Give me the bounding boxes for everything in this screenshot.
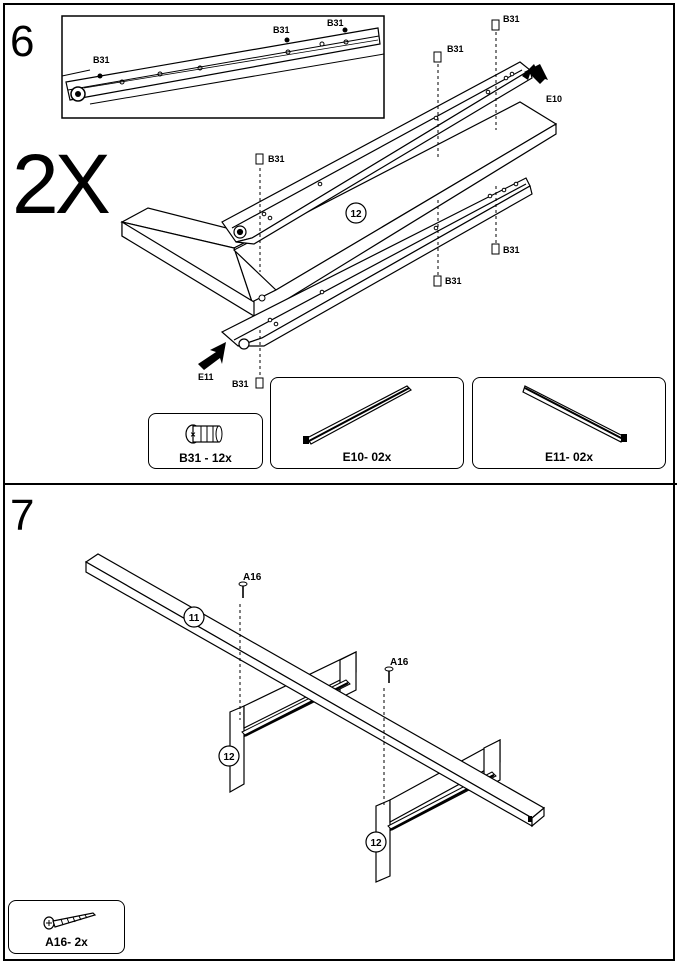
label-b31-5: B31 bbox=[445, 276, 462, 286]
arrow-e11 bbox=[198, 342, 226, 370]
step-6-number: 6 bbox=[10, 17, 35, 66]
wood-screw-icon bbox=[43, 912, 97, 930]
part-12-marker-right bbox=[365, 831, 387, 853]
detail-rail bbox=[61, 27, 385, 105]
drawer-rail-icon bbox=[303, 385, 412, 445]
part-12-marker bbox=[345, 202, 367, 224]
guide-lines bbox=[259, 32, 497, 378]
part-12-label-left: 12 bbox=[223, 752, 235, 763]
part-box-e11: E11- 02x bbox=[472, 377, 666, 469]
detail-label-b31-b: B31 bbox=[273, 25, 290, 35]
label-e11: E11 bbox=[198, 372, 214, 382]
a16-screws bbox=[238, 581, 394, 683]
part-11-marker bbox=[183, 606, 205, 628]
cam-bolt-icon: ✕ bbox=[185, 424, 223, 444]
b31-screws bbox=[255, 19, 500, 389]
part-box-a16: A16- 2x bbox=[8, 900, 125, 954]
detail-label-b31-c: B31 bbox=[327, 18, 344, 28]
step-7-number: 7 bbox=[10, 491, 35, 540]
label-e10: E10 bbox=[546, 94, 562, 104]
part-11-label: 11 bbox=[189, 613, 200, 624]
part-box-e10: E10- 02x bbox=[270, 377, 464, 469]
step-6-multiplier: 2X bbox=[12, 137, 111, 231]
label-b31-4: B31 bbox=[503, 245, 520, 255]
label-a16-2: A16 bbox=[390, 657, 409, 668]
panel-12 bbox=[120, 101, 558, 318]
part-e11-label: E11- 02x bbox=[544, 450, 594, 464]
step-divider bbox=[3, 483, 677, 485]
board-11 bbox=[84, 553, 546, 828]
detail-label-b31-a: B31 bbox=[93, 55, 110, 65]
drawer-rail-icon bbox=[522, 385, 627, 443]
part-12-label-right: 12 bbox=[370, 838, 382, 849]
svg-text:✕: ✕ bbox=[190, 432, 196, 439]
part-12-label: 12 bbox=[350, 209, 362, 220]
step-7-guides bbox=[239, 604, 385, 808]
panel-hole bbox=[258, 294, 266, 302]
label-a16-1: A16 bbox=[243, 572, 262, 583]
label-b31-1: B31 bbox=[268, 154, 285, 164]
label-b31-2: B31 bbox=[447, 44, 464, 54]
page-frame bbox=[3, 3, 675, 961]
part-b31-label: B31 - 12x bbox=[179, 451, 232, 465]
label-b31-3: B31 bbox=[503, 14, 520, 24]
part-e10-label: E10- 02x bbox=[342, 450, 392, 464]
part-box-b31: ✕ B31 - 12x bbox=[148, 413, 263, 469]
rail-e11 bbox=[220, 177, 533, 350]
part-a16-label: A16- 2x bbox=[45, 935, 88, 949]
label-b31-6: B31 bbox=[232, 379, 249, 389]
part-12-marker-left bbox=[218, 745, 240, 767]
